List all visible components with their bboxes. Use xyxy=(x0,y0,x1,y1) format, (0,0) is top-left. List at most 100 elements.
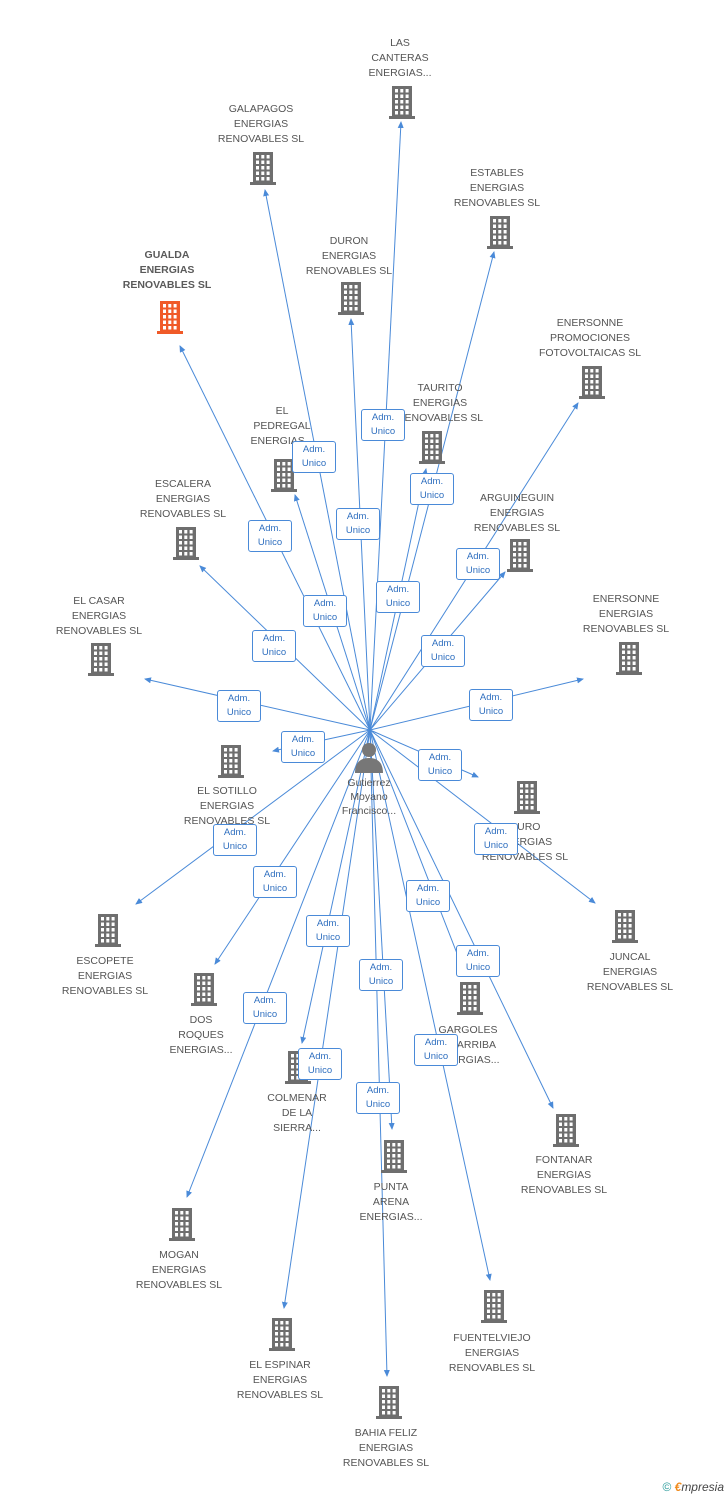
company-name-las-canteras[interactable]: LAS CANTERAS ENERGIAS... xyxy=(368,37,432,79)
edge-gargoles xyxy=(369,729,466,975)
building-icon[interactable] xyxy=(85,642,117,676)
role-line-2: Unico xyxy=(415,897,441,908)
edge-colmenar xyxy=(300,729,371,1044)
company-name-punta-arena[interactable]: PUNTA ARENA ENERGIAS... xyxy=(359,1181,423,1223)
building-icon[interactable] xyxy=(247,151,279,185)
company-name-colmenar[interactable]: COLMENAR DE LA SIERRA... xyxy=(267,1092,327,1134)
copyright-symbol: © xyxy=(662,1480,672,1494)
company-name-el-sotillo[interactable]: EL SOTILLO ENERGIAS RENOVABLES SL xyxy=(183,785,271,827)
company-name-galapagos[interactable]: GALAPAGOS ENERGIAS RENOVABLES SL xyxy=(217,103,305,145)
role-badge[interactable]: Adm.Unico xyxy=(252,630,296,662)
role-badge[interactable]: Adm.Unico xyxy=(336,508,380,540)
building-icon[interactable] xyxy=(268,458,300,492)
company-name-escopete[interactable]: ESCOPETE ENERGIAS RENOVABLES SL xyxy=(61,955,149,997)
footer-brand: © €mpresia xyxy=(662,1480,724,1494)
role-badge[interactable]: Adm.Unico xyxy=(418,749,462,781)
role-badge[interactable]: Adm.Unico xyxy=(303,595,347,627)
role-line-1: Adm. xyxy=(479,692,503,703)
role-badge[interactable]: Adm. Unico xyxy=(306,915,350,947)
company-name-arguineguin[interactable]: ARGUINEGUIN ENERGIAS RENOVABLES SL xyxy=(473,492,561,534)
role-line-1: Adm. xyxy=(466,948,490,959)
role-badge[interactable]: Adm. Unico xyxy=(469,689,513,721)
role-badge[interactable]: Adm.Unico xyxy=(356,1082,400,1114)
building-icon[interactable] xyxy=(576,365,608,399)
role-badge[interactable]: Adm. Unico xyxy=(248,520,292,552)
company-name-escalera[interactable]: ESCALERA ENERGIAS RENOVABLES SL xyxy=(139,478,227,520)
person-name[interactable]: Gutierrez Moyano Francisco... xyxy=(341,777,397,817)
building-icon[interactable] xyxy=(215,744,247,778)
role-line-2: Unico xyxy=(478,706,504,717)
role-line-2: Unico xyxy=(423,1051,449,1062)
building-icon[interactable] xyxy=(266,1317,298,1351)
role-badge[interactable]: Adm.Unico xyxy=(474,823,518,855)
edge-bahia-feliz xyxy=(369,729,390,1377)
building-icon[interactable] xyxy=(335,281,367,315)
role-badge[interactable]: Adm.Unico xyxy=(410,473,454,505)
role-line-1: Adm. xyxy=(253,995,277,1006)
building-icon[interactable] xyxy=(454,981,486,1015)
brand-logo-e: € xyxy=(674,1480,682,1494)
role-line-2: Unico xyxy=(419,490,445,501)
role-badge[interactable]: Adm.Unico xyxy=(406,880,450,912)
role-badge[interactable]: Adm.Unico xyxy=(281,731,325,763)
role-badge[interactable]: Adm.Unico xyxy=(421,635,465,667)
company-name-enersonne-promociones[interactable]: ENERSONNE PROMOCIONES FOTOVOLTAICAS SL xyxy=(538,317,642,359)
role-badge[interactable]: Adm.Unico xyxy=(414,1034,458,1066)
building-icon[interactable] xyxy=(550,1113,582,1147)
building-icon[interactable] xyxy=(378,1139,410,1173)
role-badge[interactable]: Adm.Unico xyxy=(456,548,500,580)
building-icon[interactable] xyxy=(188,972,220,1006)
company-name-bahia-feliz[interactable]: BAHIA FELIZ ENERGIAS RENOVABLES SL xyxy=(342,1427,430,1469)
building-icon[interactable] xyxy=(478,1289,510,1323)
building-icon[interactable] xyxy=(511,780,543,814)
building-icon[interactable] xyxy=(154,300,186,334)
role-badge[interactable]: Adm.Unico xyxy=(213,824,257,856)
company-name-mogan[interactable]: MOGAN ENERGIAS RENOVABLES SL xyxy=(135,1249,223,1291)
company-name-fontanar[interactable]: FONTANAR ENERGIAS RENOVABLES SL xyxy=(520,1154,608,1196)
role-line-2: Unico xyxy=(483,840,509,851)
role-line-1: Adm. xyxy=(369,962,393,973)
role-line-2: Unico xyxy=(301,458,327,469)
company-name-fuentelviejo[interactable]: FUENTELVIEJO ENERGIAS RENOVABLES SL xyxy=(448,1332,536,1374)
company-name-gualda[interactable]: GUALDA ENERGIAS RENOVABLES SL xyxy=(122,249,212,291)
building-icon[interactable] xyxy=(92,913,124,947)
building-icon[interactable] xyxy=(170,526,202,560)
person-icon[interactable] xyxy=(352,740,386,774)
role-line-1: Adm. xyxy=(223,827,247,838)
role-line-2: Unico xyxy=(257,537,283,548)
building-icon[interactable] xyxy=(416,430,448,464)
role-line-1: Adm. xyxy=(316,918,340,929)
role-badge[interactable]: Adm.Unico xyxy=(298,1048,342,1080)
role-badge[interactable]: Adm.Unico xyxy=(359,959,403,991)
building-icon[interactable] xyxy=(504,538,536,572)
role-line-1: Adm. xyxy=(308,1051,332,1062)
role-badge[interactable]: Adm.Unico xyxy=(243,992,287,1024)
role-badge[interactable]: Adm.Unico xyxy=(361,409,405,441)
company-name-el-casar[interactable]: EL CASAR ENERGIAS RENOVABLES SL xyxy=(55,595,143,637)
company-name-duron[interactable]: DURON ENERGIAS RENOVABLES SL xyxy=(305,235,393,277)
role-line-1: Adm. xyxy=(258,523,282,534)
role-badge[interactable]: Adm.Unico xyxy=(456,945,500,977)
building-icon[interactable] xyxy=(484,215,516,249)
building-icon[interactable] xyxy=(373,1385,405,1419)
building-icon[interactable] xyxy=(609,909,641,943)
role-line-2: Unico xyxy=(370,426,396,437)
company-name-el-espinar[interactable]: EL ESPINAR ENERGIAS RENOVABLES SL xyxy=(236,1359,324,1401)
role-line-1: Adm. xyxy=(263,869,287,880)
company-name-dos-roques[interactable]: DOS ROQUES ENERGIAS... xyxy=(169,1014,233,1056)
role-line-1: Adm. xyxy=(466,551,490,562)
company-name-taurito[interactable]: TAURITO ENERGIAS RENOVABLES SL xyxy=(396,382,484,424)
edge-dos-roques xyxy=(214,729,371,965)
company-name-juncal[interactable]: JUNCAL ENERGIAS RENOVABLES SL xyxy=(586,951,674,993)
building-icon[interactable] xyxy=(166,1207,198,1241)
company-name-estables[interactable]: ESTABLES ENERGIAS RENOVABLES SL xyxy=(453,167,541,209)
role-badge[interactable]: Adm.Unico xyxy=(292,441,336,473)
role-line-1: Adm. xyxy=(262,633,286,644)
role-badge[interactable]: Adm.Unico xyxy=(253,866,297,898)
role-badge[interactable]: Adm.Unico xyxy=(217,690,261,722)
building-icon[interactable] xyxy=(386,85,418,119)
role-line-2: Unico xyxy=(315,932,341,943)
building-icon[interactable] xyxy=(613,641,645,675)
role-badge[interactable]: Adm.Unico xyxy=(376,581,420,613)
company-name-enersonne-energias[interactable]: ENERSONNE ENERGIAS RENOVABLES SL xyxy=(582,593,670,635)
